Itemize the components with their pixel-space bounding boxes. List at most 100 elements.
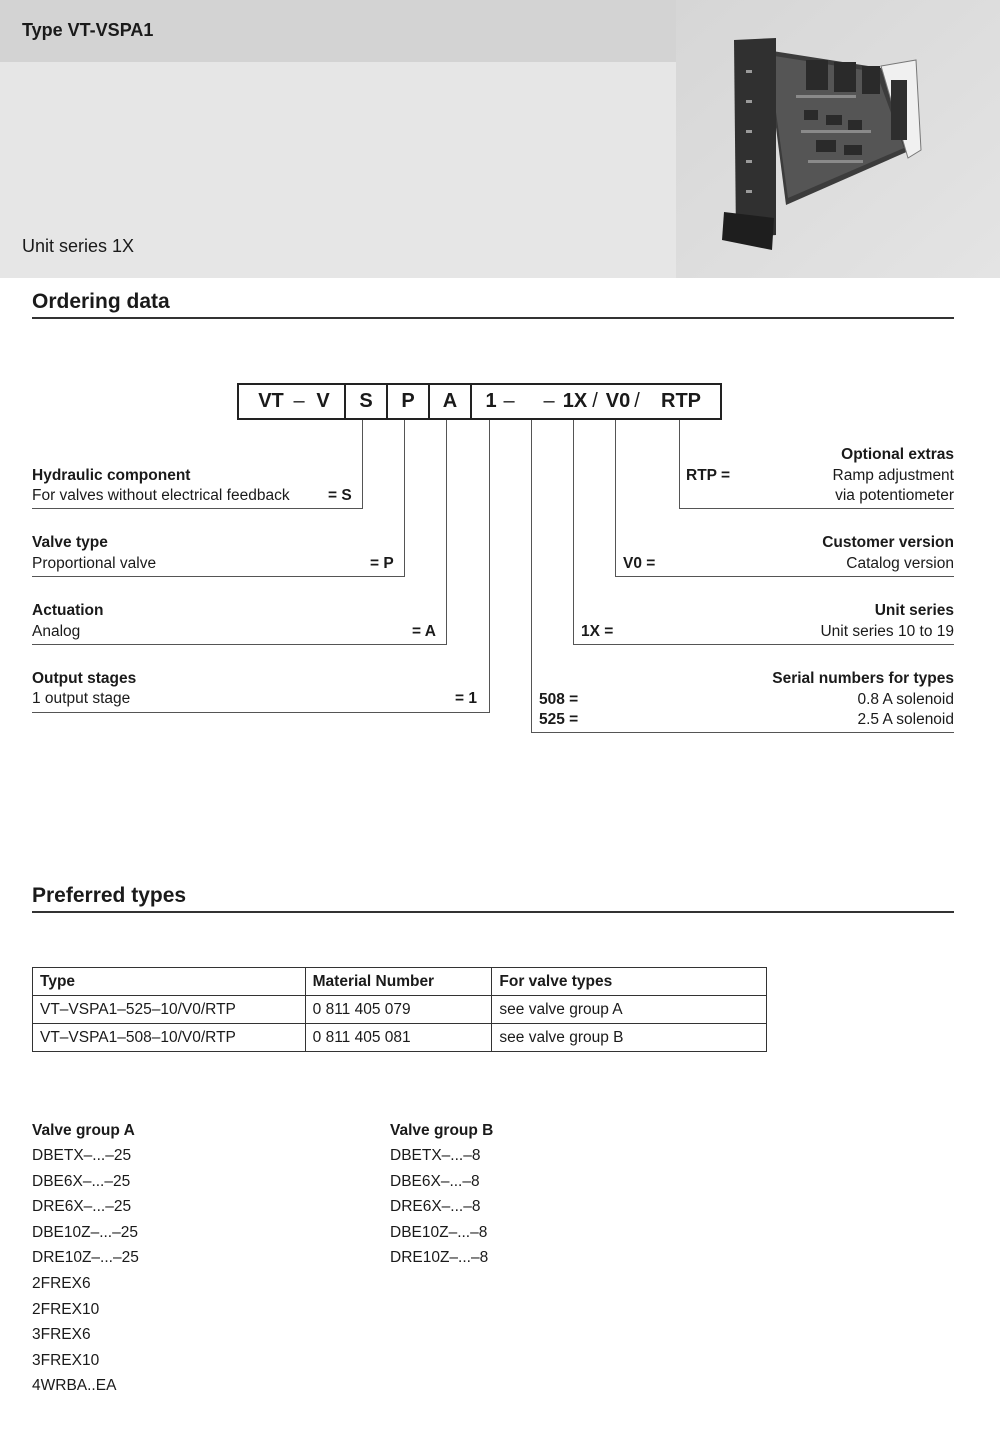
valve-group-item: 3FREX6 [32,1326,91,1344]
connector-p [404,420,405,576]
connector-serial [531,420,532,732]
valve-group-item: DRE10Z–...–25 [32,1249,139,1267]
customer-version-title: Customer version [822,534,954,551]
header-top-strip [0,0,676,62]
table-row: VT–VSPA1–525–10/V0/RTP 0 811 405 079 see… [32,995,767,1024]
optional-extras-desc-2: via potentiometer [835,487,954,504]
actuation-desc: Analog [32,623,81,640]
connector-a [446,420,447,644]
valve-group-item: DBETX–...–25 [32,1147,132,1164]
output-stages-code: = 1 [455,690,477,707]
connector-p-base [32,576,405,577]
connector-one [489,420,490,712]
table-header-row: Type Material Number For valve types [32,967,767,996]
code-dash-3: – [543,390,555,412]
connector-one-base [32,712,490,713]
optional-extras-code: RTP = [686,467,731,484]
actuation-title: Actuation [32,602,104,619]
table-cell: VT–VSPA1–525–10/V0/RTP [32,995,306,1024]
valve-group-item: DBE10Z–...–25 [32,1223,138,1241]
unit-series-code: 1X = [581,623,614,640]
optional-extras-desc-1: Ramp adjustment [832,467,954,484]
hydraulic-component-desc: For valves without electrical feedback [32,487,290,504]
connector-v0-base [615,576,954,577]
serial-numbers-title: Serial numbers for types [772,670,954,687]
customer-version-desc: Catalog version [846,555,954,572]
valve-group-item: DRE10Z–...–8 [390,1249,489,1267]
unit-series-title: Unit series [874,602,954,619]
ordering-data-title: Ordering data [32,290,170,313]
valve-type-desc: Proportional valve [32,555,157,572]
code-separator [386,385,388,418]
serial-508-desc: 0.8 A solenoid [857,691,954,708]
output-stages-desc: 1 output stage [32,690,131,707]
column-header-material-number: Material Number [304,967,493,996]
serial-525-desc: 2.5 A solenoid [857,711,954,728]
customer-version-code: V0 = [623,555,656,572]
hydraulic-component-code: = S [328,487,352,504]
valve-group-item: DBE10Z–...–8 [390,1223,488,1241]
code-s: S [359,390,373,412]
valve-group-a-title: Valve group A [32,1122,135,1139]
ordering-title-rule [32,317,954,319]
connector-series-base [573,644,954,645]
connector-series [573,420,574,644]
code-dash-2: – [503,390,515,412]
table-cell: 0 811 405 079 [304,995,493,1024]
code-vt: VT [258,390,284,412]
code-v: V [316,390,330,412]
code-separator [428,385,430,418]
optional-extras-title: Optional extras [841,446,954,463]
table-cell: see valve group B [491,1023,767,1052]
table-cell: see valve group A [491,995,767,1024]
preferred-types-title: Preferred types [32,884,187,907]
valve-group-item: 2FREX6 [32,1275,91,1292]
valve-group-item: 3FREX10 [32,1351,100,1369]
connector-rtp [679,420,680,508]
unit-series-subtitle: Unit series 1X [22,236,135,256]
valve-group-item: DBE6X–...–25 [32,1172,131,1190]
unit-series-desc: Unit series 10 to 19 [820,623,954,640]
valve-type-title: Valve type [32,534,108,551]
output-stages-title: Output stages [32,670,137,687]
connector-v0 [615,420,616,576]
valve-group-item: 4WRBA..EA [32,1377,117,1395]
table-cell: VT–VSPA1–508–10/V0/RTP [32,1023,306,1052]
valve-group-item: DRE6X–...–8 [390,1198,481,1216]
valve-type-code: = P [370,555,394,572]
valve-group-item: DBETX–...–8 [390,1147,481,1164]
valve-group-b-title: Valve group B [390,1122,494,1139]
connector-a-base [32,644,447,645]
connector-serial-base [531,732,954,733]
valve-group-item: DRE6X–...–25 [32,1198,132,1216]
table-row: VT–VSPA1–508–10/V0/RTP 0 811 405 081 see… [32,1023,767,1052]
preferred-title-rule [32,911,954,913]
actuation-code: = A [412,623,436,640]
code-separator [344,385,346,418]
hydraulic-component-title: Hydraulic component [32,467,191,484]
code-dash-1: – [293,390,305,412]
connector-s [362,420,363,508]
valve-group-item: 2FREX10 [32,1300,100,1318]
amplifier-card-illustration [676,0,1000,278]
column-header-type: Type [32,967,306,996]
serial-525-code: 525 = [539,711,579,728]
code-v0: V0 [605,390,631,412]
code-slash-2: / [634,390,640,412]
valve-group-item: DBE6X–...–8 [390,1172,480,1190]
code-one: 1 [485,390,497,412]
connector-rtp-base [679,508,954,509]
preferred-types-table: Type Material Number For valve types VT–… [32,967,767,1052]
product-photo [676,0,1000,278]
column-header-valve-types: For valve types [491,967,767,996]
code-slash-1: / [592,390,598,412]
ordering-code-box: VT – V S P A 1 – – 1X / V0 / RTP [237,383,722,420]
serial-508-code: 508 = [539,691,579,708]
code-rtp: RTP [661,390,701,412]
connector-s-base [32,508,363,509]
code-p: P [401,390,415,412]
code-a: A [442,390,458,412]
code-separator [470,385,472,418]
code-series: 1X [562,390,588,412]
document-type-title: Type VT-VSPA1 [22,20,154,40]
